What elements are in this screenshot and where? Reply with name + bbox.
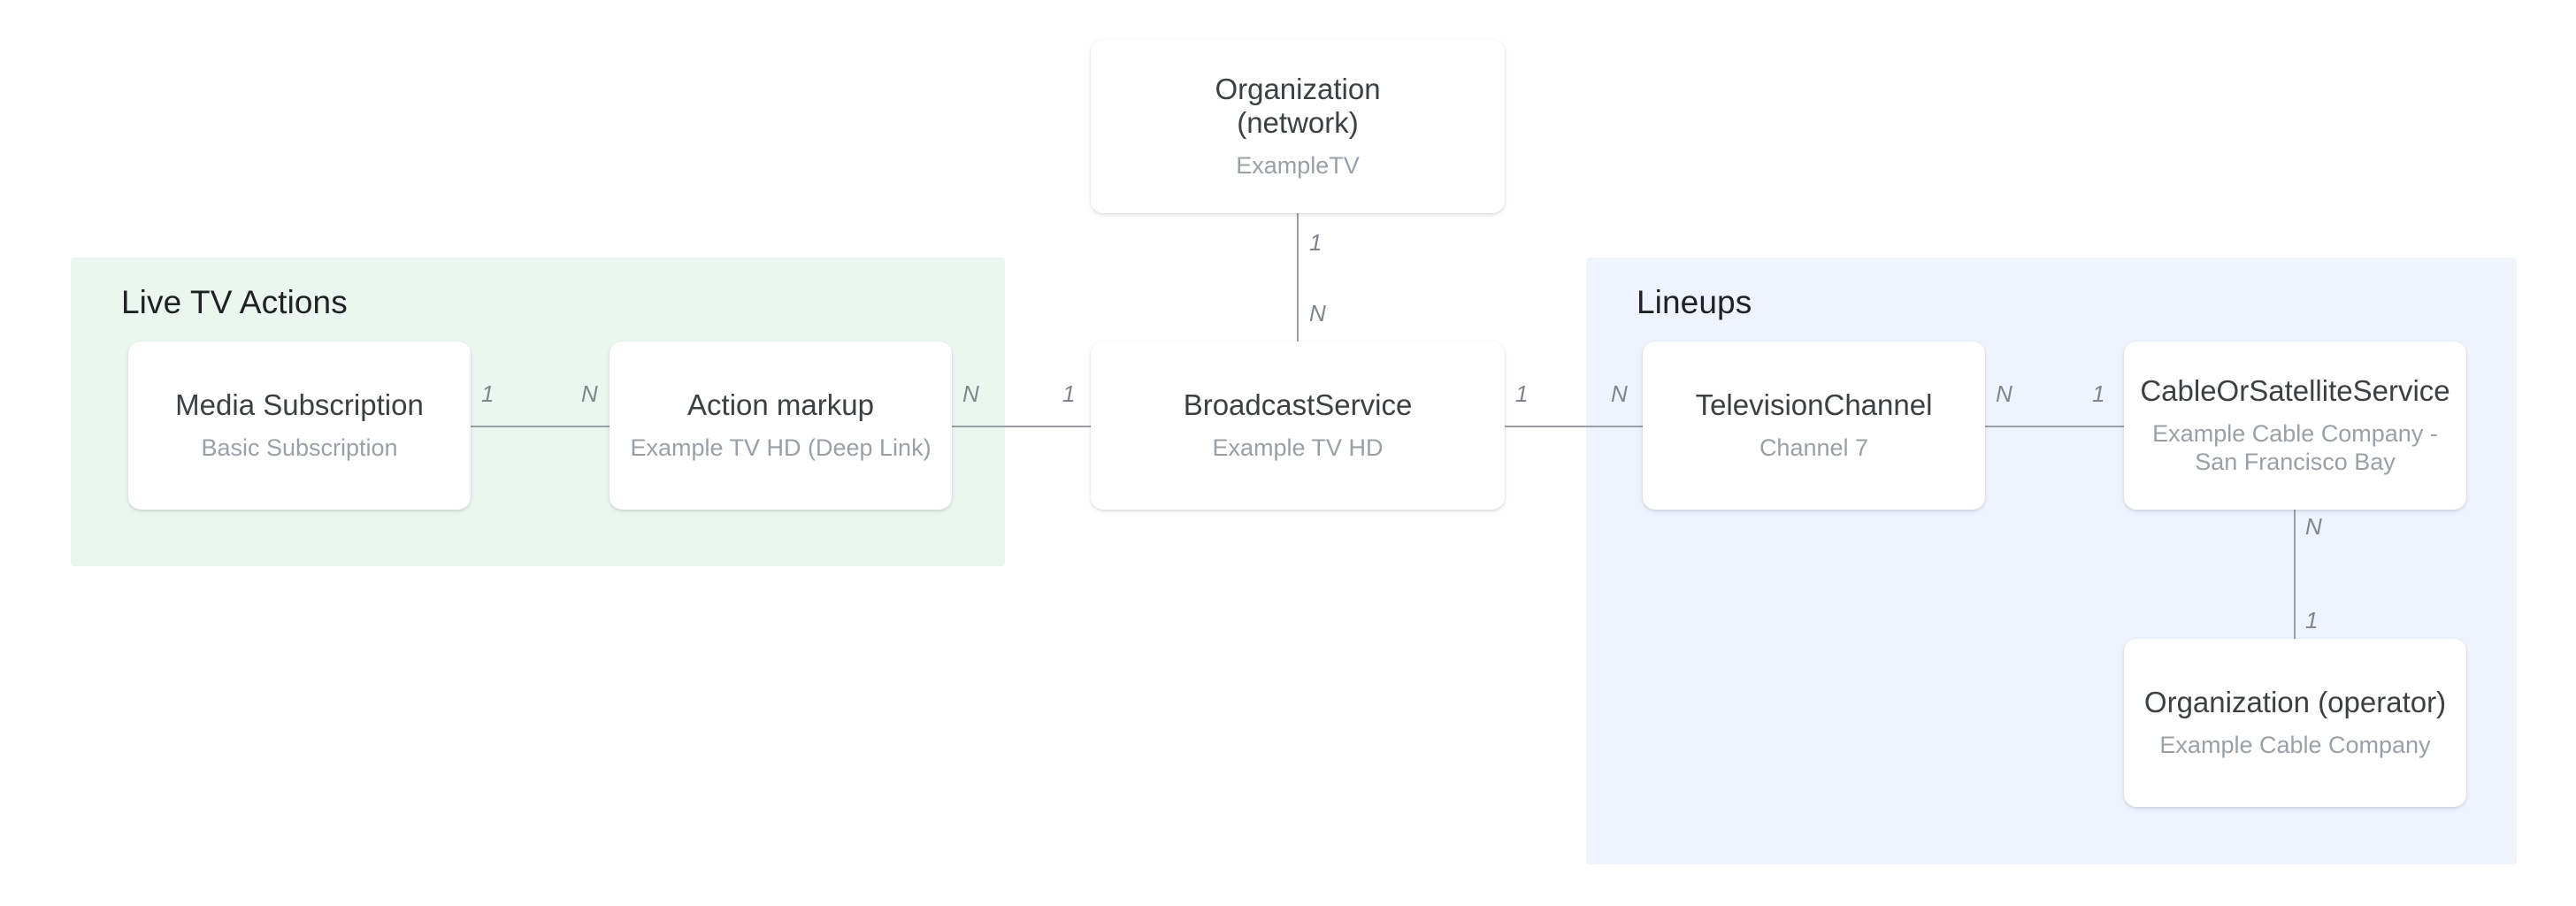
cardinality-label-edge-org-network-to-broadcast-from: 1 — [1309, 229, 1322, 256]
cardinality-label-edge-broadcast-to-television-channel-from: 1 — [1515, 380, 1529, 407]
entity-subtitle-organization-operator: Example Cable Company — [2159, 732, 2431, 759]
cardinality-label-edge-cable-service-to-organization-operator-from: N — [2305, 513, 2322, 540]
cardinality-label-edge-television-channel-to-cable-service-from: N — [1996, 380, 2012, 407]
group-title-live-tv-actions: Live TV Actions — [121, 284, 348, 320]
connector-edge-action-markup-to-broadcast — [952, 426, 1091, 427]
connector-edge-broadcast-to-television-channel — [1505, 426, 1643, 427]
entity-title-broadcast-service: BroadcastService — [1183, 388, 1413, 421]
entity-title-cable-or-satellite-service: CableOrSatelliteService — [2140, 374, 2450, 407]
entity-subtitle-television-channel: Channel 7 — [1759, 434, 1869, 462]
cardinality-label-edge-action-markup-to-broadcast-to: 1 — [1062, 380, 1076, 407]
cardinality-label-edge-media-subscription-to-action-markup-to: N — [581, 380, 598, 407]
entity-title-organization-network: Organization (network) — [1215, 72, 1381, 140]
entity-title-organization-operator: Organization (operator) — [2143, 685, 2447, 718]
connector-edge-television-channel-to-cable-service — [1985, 426, 2124, 427]
entity-card-organization-network[interactable]: Organization (network) ExampleTV — [1091, 40, 1505, 213]
connector-edge-media-subscription-to-action-markup — [471, 426, 610, 427]
entity-title-action-markup: Action markup — [687, 388, 874, 421]
cardinality-label-edge-television-channel-to-cable-service-to: 1 — [2092, 380, 2105, 407]
entity-card-organization-operator[interactable]: Organization (operator) Example Cable Com… — [2124, 639, 2466, 807]
cardinality-label-edge-broadcast-to-television-channel-to: N — [1611, 380, 1628, 407]
group-title-lineups: Lineups — [1637, 284, 1752, 320]
cardinality-label-edge-media-subscription-to-action-markup-from: 1 — [481, 380, 494, 407]
entity-title-media-subscription: Media Subscription — [175, 388, 424, 421]
entity-title-television-channel: TelevisionChannel — [1695, 388, 1933, 421]
cardinality-label-edge-action-markup-to-broadcast-from: N — [962, 380, 979, 407]
connector-edge-org-network-to-broadcast — [1297, 213, 1299, 342]
connector-edge-cable-service-to-organization-operator — [2294, 510, 2296, 639]
entity-subtitle-broadcast-service: Example TV HD — [1212, 434, 1384, 462]
entity-subtitle-media-subscription: Basic Subscription — [201, 434, 398, 462]
entity-subtitle-organization-network: ExampleTV — [1236, 152, 1360, 180]
entity-subtitle-cable-or-satellite-service: Example Cable Company - San Francisco Ba… — [2152, 420, 2438, 476]
entity-subtitle-action-markup: Example TV HD (Deep Link) — [630, 434, 932, 462]
cardinality-label-edge-org-network-to-broadcast-to: N — [1309, 300, 1326, 326]
cardinality-label-edge-cable-service-to-organization-operator-to: 1 — [2305, 607, 2319, 633]
